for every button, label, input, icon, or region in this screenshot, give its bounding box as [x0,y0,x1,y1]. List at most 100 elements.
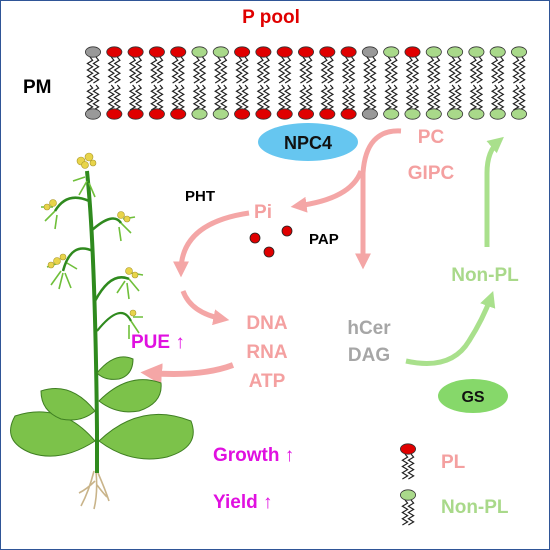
lipid-bottom [106,84,123,120]
phosphate-dot [263,246,275,258]
lipid-bottom [148,84,165,120]
pue-label: PUE ↑ [131,332,185,353]
lipid-head [468,46,485,58]
lipid-top [447,46,464,84]
lipid-top [212,46,229,84]
lipid-bottom [383,84,400,120]
lipid-bottom [468,84,485,120]
lipid-bottom [255,84,272,120]
lipid-head [404,46,421,58]
lipid-head [361,108,378,120]
pap-label: PAP [309,231,339,248]
lipid-bottom [127,84,144,120]
lipid-bottom [297,84,314,120]
lipid-head [234,108,251,120]
lipid-head [170,108,187,120]
lipid-head [340,46,357,58]
p-pool-label: P pool [242,7,300,28]
phosphate-dot [249,232,261,244]
pht-label: PHT [185,188,215,205]
lipid-head [255,46,272,58]
lipid-top [383,46,400,84]
npc4-ellipse [258,123,358,161]
atp-to-plant-arrow [140,362,235,385]
lipid-bottom [510,84,527,120]
lipid-bottom [234,84,251,120]
branch [96,311,132,332]
lipid-head [191,46,208,58]
lipid-bottom [447,84,464,120]
lipid-head [276,108,293,120]
lipid-head [404,108,421,120]
lipid-head [255,108,272,120]
lipid-head [489,46,506,58]
roots [78,470,110,510]
lipid-head [383,46,400,58]
lipid-bottom [361,84,378,120]
pi-cycle-arrow-upper [173,210,250,278]
lipid-head [468,108,485,120]
gs-ellipse [438,379,508,413]
growth-label: Growth ↑ [213,445,294,466]
lipid-head [191,108,208,120]
flowers [43,152,139,317]
lipid-top [106,46,123,84]
seed-pods [41,176,144,339]
nonpl-label: Non-PL [451,265,519,286]
lipid-top [340,46,357,84]
lipid-head [489,108,506,120]
lipid-head [425,108,442,120]
lipid-top [297,46,314,84]
pc-label: PC [418,127,445,148]
lipid-top [234,46,251,84]
lipid-head [148,46,165,58]
dna-label: DNA [246,313,287,334]
lipid-head [340,108,357,120]
lipid-top [404,46,421,84]
lipid-head [510,46,527,58]
hcer-label: hCer [347,318,391,339]
plant-illustration [10,152,194,510]
lipid-top [425,46,442,84]
lipid-head [383,108,400,120]
legend-lipid-icon [399,443,416,480]
lipid-head [106,108,123,120]
nonpl-to-membrane-arrow [484,136,504,247]
branch [90,217,123,232]
lipid-head [447,108,464,120]
gipc-label: GIPC [408,163,455,184]
legend-nonpl-label: Non-PL [441,497,509,518]
lipid-bottom [191,84,208,120]
pm-label: PM [23,77,52,98]
atp-label: ATP [249,371,286,392]
lipid-top [489,46,506,84]
lipid-head [319,108,336,120]
lipid-head [106,46,123,58]
lipid-bottom [276,84,293,120]
lipid-head [212,108,229,120]
rna-label: RNA [246,342,287,363]
lipid-top [170,46,187,84]
lipid-head [319,46,336,58]
lipid-head [297,46,314,58]
legend-lipid-icon [399,489,416,526]
lipid-head [127,108,144,120]
lipid-head [85,46,102,58]
lipid-top [255,46,272,84]
lipid-head [212,46,229,58]
branch [53,196,90,212]
lipid-bottom [170,84,187,120]
lipid-head [170,46,187,58]
lipid-top [148,46,165,84]
lipid-bottom [340,84,357,120]
gs-label: GS [461,389,484,406]
main-stem [85,170,99,473]
plasma-membrane [85,46,527,120]
legend-pl-label: PL [441,452,466,473]
lipid-top [127,46,144,84]
lipid-top [510,46,527,84]
lipid-top [468,46,485,84]
lipid-head [361,46,378,58]
